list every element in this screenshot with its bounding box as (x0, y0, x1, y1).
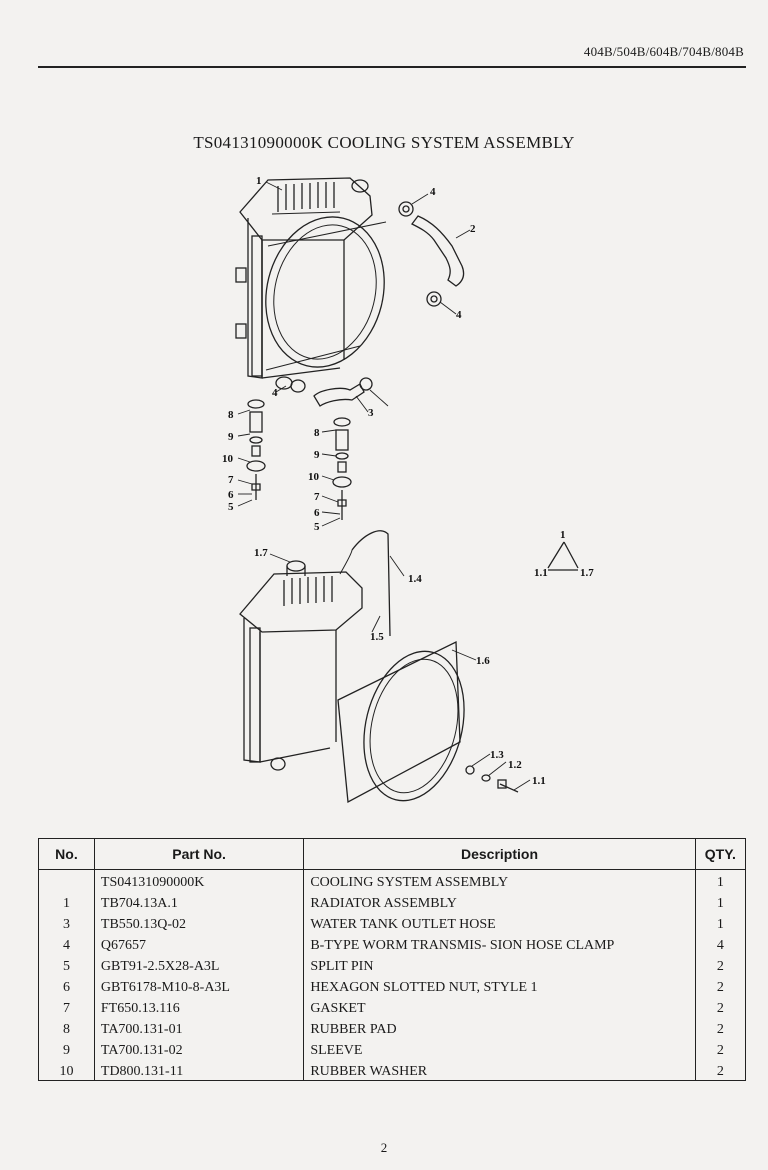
callout-1-2: 1.2 (508, 759, 522, 771)
callout-6a: 6 (228, 489, 234, 501)
row-qty: 2 (694, 975, 747, 996)
row-description: SLEEVE (303, 1038, 696, 1059)
radiator-lower-drawing (239, 530, 519, 804)
row-qty: 2 (694, 1038, 747, 1059)
table-header-row: No. Part No. Description QTY. (38, 838, 747, 870)
callout-1-7: 1.7 (254, 547, 268, 559)
row-no: 9 (38, 1038, 95, 1059)
callout-4b: 4 (456, 309, 462, 321)
row-no: 5 (38, 954, 95, 975)
table-row: 3 TB550.13Q-02 WATER TANK OUTLET HOSE 1 (38, 912, 747, 933)
header-part-no: Part No. (93, 838, 305, 870)
mounting-hardware-stacks (246, 399, 352, 520)
table-row: 4 Q67657 B-TYPE WORM TRANSMIS- SION HOSE… (38, 933, 747, 954)
row-part-no: GBT6178-M10-8-A3L (93, 975, 305, 996)
row-qty: 2 (694, 954, 747, 975)
row-part-no: FT650.13.116 (93, 996, 305, 1017)
callout-7a: 7 (228, 474, 234, 486)
table-row: TS04131090000K COOLING SYSTEM ASSEMBLY 1 (38, 869, 747, 891)
radiator-upper-drawing (235, 177, 387, 393)
row-part-no: TA700.131-01 (93, 1017, 305, 1038)
header-rule (38, 66, 746, 68)
row-qty: 2 (694, 1017, 747, 1038)
callout-10a: 10 (222, 453, 234, 465)
row-qty: 1 (694, 869, 747, 891)
row-no (38, 869, 95, 891)
callout-1-6: 1.6 (476, 655, 490, 667)
callout-9b: 9 (314, 449, 320, 461)
row-no: 4 (38, 933, 95, 954)
row-part-no: TA700.131-02 (93, 1038, 305, 1059)
callout-5a: 5 (228, 501, 234, 513)
header-description: Description (303, 838, 696, 870)
row-description: SPLIT PIN (303, 954, 696, 975)
row-part-no: TS04131090000K (93, 869, 305, 891)
callout-1-4: 1.4 (408, 573, 422, 585)
leader-lines-upper (237, 181, 471, 527)
table-row: 8 TA700.131-01 RUBBER PAD 2 (38, 1017, 747, 1038)
hose-and-clamps-upper (313, 201, 465, 407)
table-row: 9 TA700.131-02 SLEEVE 2 (38, 1038, 747, 1059)
table-row: 6 GBT6178-M10-8-A3L HEXAGON SLOTTED NUT,… (38, 975, 747, 996)
parts-table: No. Part No. Description QTY. TS04131090… (38, 838, 747, 1081)
row-description: COOLING SYSTEM ASSEMBLY (303, 869, 696, 891)
row-no: 10 (38, 1059, 95, 1081)
exploded-view-diagram: 1 2 3 4 4 4 5 5 6 6 7 7 8 8 9 9 10 10 1.… (222, 175, 594, 804)
callout-2: 2 (470, 223, 476, 235)
row-no: 1 (38, 891, 95, 912)
callout-9a: 9 (228, 431, 234, 443)
page-number: 2 (380, 1140, 388, 1155)
row-part-no: Q67657 (93, 933, 305, 954)
callout-6b: 6 (314, 507, 320, 519)
row-part-no: TB704.13A.1 (93, 891, 305, 912)
row-description: HEXAGON SLOTTED NUT, STYLE 1 (303, 975, 696, 996)
row-no: 3 (38, 912, 95, 933)
table-row: 7 FT650.13.116 GASKET 2 (38, 996, 747, 1017)
callout-1-1: 1.1 (532, 775, 546, 787)
callout-7b: 7 (314, 491, 320, 503)
key-top-label: 1 (560, 529, 566, 541)
callout-10b: 10 (308, 471, 320, 483)
row-description: B-TYPE WORM TRANSMIS- SION HOSE CLAMP (303, 933, 696, 954)
row-qty: 4 (694, 933, 747, 954)
key-left-label: 1.1 (534, 567, 548, 579)
callout-8a: 8 (228, 409, 234, 421)
callout-1-3: 1.3 (490, 749, 504, 761)
callout-8b: 8 (314, 427, 320, 439)
row-part-no: TB550.13Q-02 (93, 912, 305, 933)
row-no: 8 (38, 1017, 95, 1038)
row-qty: 1 (694, 891, 747, 912)
header-no: No. (38, 838, 95, 870)
header-qty: QTY. (694, 838, 747, 870)
row-qty: 2 (694, 1059, 747, 1081)
table-row: 1 TB704.13A.1 RADIATOR ASSEMBLY 1 (38, 891, 747, 912)
callout-4c: 4 (272, 387, 278, 399)
row-part-no: TD800.131-11 (93, 1059, 305, 1081)
page-title: TS04131090000K COOLING SYSTEM ASSEMBLY (193, 133, 575, 152)
row-description: RADIATOR ASSEMBLY (303, 891, 696, 912)
callout-1-5: 1.5 (370, 631, 384, 643)
key-triangle (547, 541, 579, 571)
row-no: 7 (38, 996, 95, 1017)
row-description: GASKET (303, 996, 696, 1017)
callout-5b: 5 (314, 521, 320, 533)
row-part-no: GBT91-2.5X28-A3L (93, 954, 305, 975)
model-codes: 404B/504B/604B/704B/804B (583, 44, 744, 59)
callout-1: 1 (256, 175, 262, 187)
callout-labels: 1 2 3 4 4 4 5 5 6 6 7 7 8 8 9 9 10 10 1.… (222, 175, 594, 787)
row-qty: 2 (694, 996, 747, 1017)
table-row: 10 TD800.131-11 RUBBER WASHER 2 (38, 1059, 747, 1081)
row-qty: 1 (694, 912, 747, 933)
row-description: RUBBER WASHER (303, 1059, 696, 1081)
callout-4a: 4 (430, 186, 436, 198)
row-no: 6 (38, 975, 95, 996)
row-description: WATER TANK OUTLET HOSE (303, 912, 696, 933)
row-description: RUBBER PAD (303, 1017, 696, 1038)
key-right-label: 1.7 (580, 567, 594, 579)
callout-3: 3 (368, 407, 374, 419)
table-row: 5 GBT91-2.5X28-A3L SPLIT PIN 2 (38, 954, 747, 975)
leader-lines-lower (269, 553, 531, 791)
